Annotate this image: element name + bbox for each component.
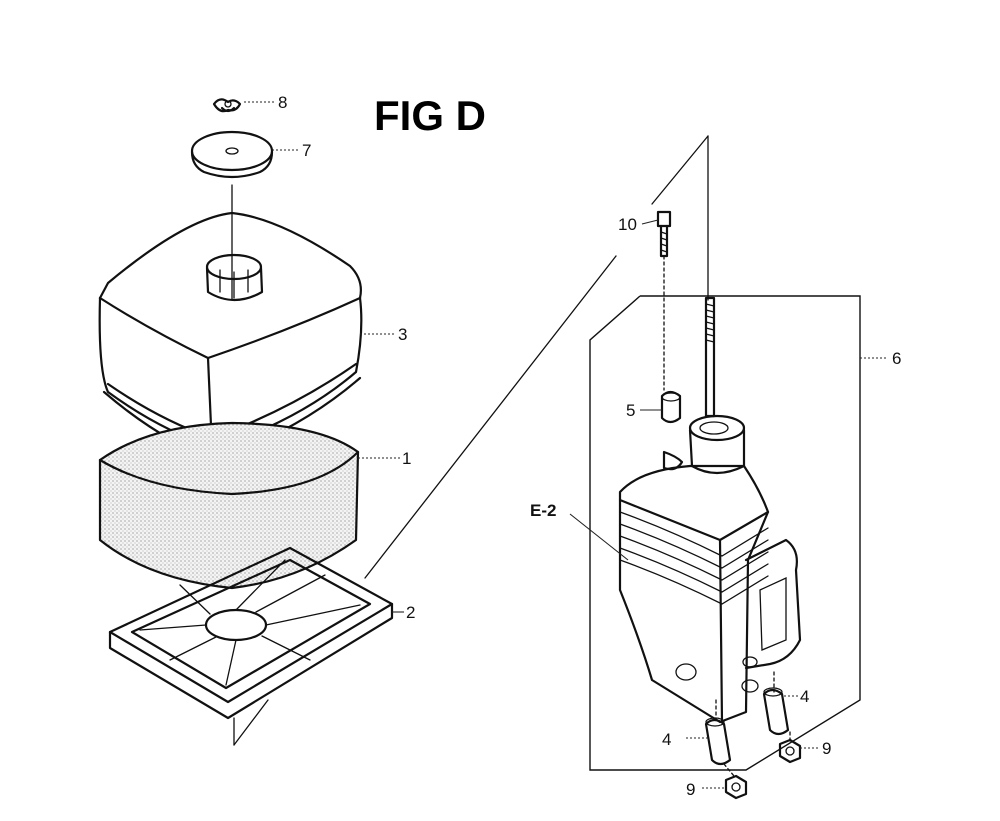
callout-5: 5 [626, 401, 635, 420]
wing-nut-part-8 [212, 98, 242, 113]
tube-part-4-lower [704, 717, 732, 766]
air-cleaner-cover-part-3 [98, 211, 363, 462]
reference-line-left-bottom [233, 699, 269, 746]
foam-element-part-1 [98, 421, 360, 590]
callout-9-right: 9 [822, 739, 831, 758]
callout-6: 6 [892, 349, 901, 368]
nut-part-9-lower [724, 774, 748, 800]
callout-2: 2 [406, 603, 415, 622]
assembly-frame-part-6 [589, 295, 861, 771]
callout-3: 3 [398, 325, 407, 344]
callout-10: 10 [618, 215, 637, 234]
grid-base-part-2 [108, 546, 394, 720]
stud-rod [704, 296, 716, 418]
air-cleaner-case [618, 414, 802, 724]
reference-line-top [651, 135, 709, 205]
reference-line-diagonal [364, 255, 617, 579]
callout-7: 7 [302, 141, 311, 160]
cover-cap-part-7 [190, 130, 274, 179]
callout-e2: E-2 [530, 501, 556, 520]
callout-4-upper: 4 [800, 687, 809, 706]
callout-1: 1 [402, 449, 411, 468]
tube-part-4-upper [762, 687, 790, 736]
bolt-part-10 [656, 210, 672, 391]
collar-part-5 [660, 390, 682, 424]
figure-title: FIG D [374, 92, 486, 139]
callout-8: 8 [278, 93, 287, 112]
callout-4-lower: 4 [662, 730, 671, 749]
callout-9-lower: 9 [686, 780, 695, 799]
